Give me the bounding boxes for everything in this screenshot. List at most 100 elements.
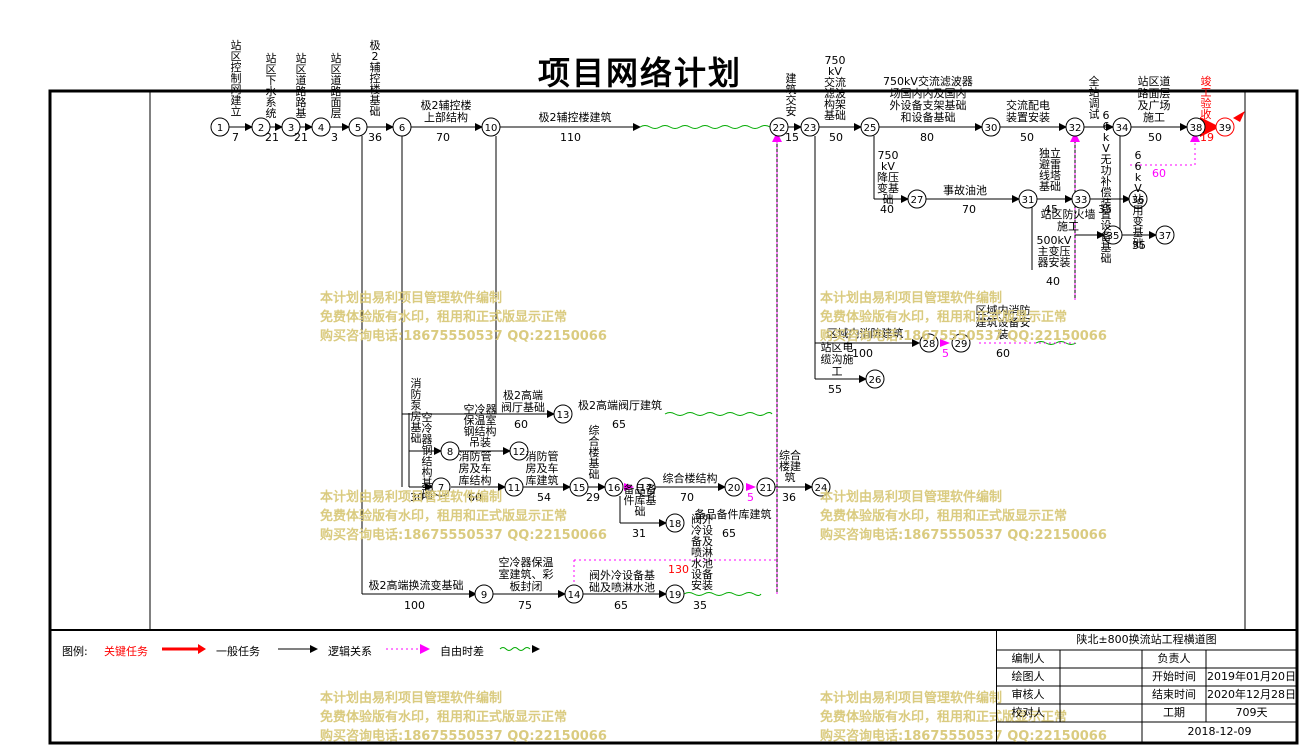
project-name: 陕北±800换流站工程横道图 — [1076, 633, 1217, 646]
task-label: 站区控制网建立 — [230, 39, 242, 118]
task-duration: 70 — [962, 203, 976, 216]
network-node: 17 — [636, 477, 656, 497]
task-label: 极2高端 阀厅基础 — [501, 389, 545, 414]
legend-critical: 关键任务 — [104, 645, 148, 658]
node-number: 11 — [508, 483, 521, 494]
task-label: 站区防火墙施工 — [1040, 208, 1096, 233]
legend-label: 图例: — [62, 645, 88, 658]
task-duration: 55 — [828, 383, 842, 396]
node-number: 24 — [815, 483, 828, 494]
task-duration: 45 — [1044, 203, 1058, 216]
start-date: 2019年01月20日 — [1207, 670, 1296, 683]
task-duration: 21 — [294, 131, 308, 144]
task-label: 区域内消防 建筑设备安 装 — [975, 304, 1031, 341]
network-node: 29 — [951, 333, 971, 353]
node-number: 12 — [513, 447, 526, 458]
task-label: 阀外冷设备及喷淋水池设备安装 — [691, 513, 713, 592]
task-label: 全站调试 — [1088, 75, 1100, 121]
task-label: 综合楼基础 — [588, 424, 600, 481]
task-duration: 35 — [693, 599, 707, 612]
outer-frame — [48, 89, 1299, 745]
task-duration: 21 — [265, 131, 279, 144]
network-node: 37 — [1155, 225, 1175, 245]
task-duration: 60 — [468, 491, 482, 504]
node-number: 8 — [447, 447, 453, 458]
network-node: 13 — [553, 404, 573, 424]
network-node: 5 — [348, 117, 368, 137]
node-number: 32 — [1069, 123, 1082, 134]
task-duration: 75 — [518, 599, 532, 612]
network-node: 15 — [569, 477, 589, 497]
task-label: 500kV主变压器安装 — [1036, 234, 1072, 269]
node-number: 16 — [608, 483, 621, 494]
task-label: 建筑交安 — [785, 72, 797, 118]
period-value: 709天 — [1235, 706, 1268, 719]
compiler-label: 编制人 — [1011, 652, 1045, 665]
task-label: 消防泵房基础 — [410, 377, 422, 445]
task-duration: 70 — [680, 491, 694, 504]
node-number: 2 — [258, 123, 264, 134]
network-node: 7 — [431, 477, 451, 497]
task-label: 站区下水系统 — [265, 52, 277, 120]
end-label: 结束时间 — [1152, 688, 1196, 701]
network-node: 8 — [440, 441, 460, 461]
network-node: 27 — [907, 189, 927, 209]
node-number: 7 — [438, 483, 444, 494]
node-number: 9 — [481, 590, 487, 601]
network-node: 21 — [756, 477, 776, 497]
task-label: 极2高端阀厅建筑 — [578, 399, 662, 412]
task-duration: 15 — [785, 131, 799, 144]
task-label: 备品备件库基础 — [623, 483, 657, 518]
free-float-value: 130 — [668, 563, 689, 576]
task-duration: 40 — [880, 203, 894, 216]
watermark: 本计划由易利项目管理软件编制免费体验版有水印，租用和正式版显示正常购买咨询电话:… — [320, 691, 607, 744]
network-node: 31 — [1018, 189, 1038, 209]
legend-logic-line-icon — [386, 644, 430, 654]
node-number: 15 — [573, 483, 586, 494]
legend-critical-line-icon — [162, 644, 206, 654]
task-duration: 36 — [368, 131, 382, 144]
node-number: 18 — [669, 519, 682, 530]
task-label: 750kV交流滤波构架基础 — [824, 54, 846, 122]
free-float-value: 5 — [747, 491, 754, 504]
task-duration: 60 — [996, 347, 1010, 360]
network-node: 35 — [1103, 225, 1123, 245]
node-number: 37 — [1159, 231, 1172, 242]
network-node: 28 — [919, 333, 939, 353]
task-label: 66kV无功补偿装置设备基础 — [1100, 109, 1112, 265]
network-node: 25 — [860, 117, 880, 137]
task-label: 阀外冷设备基 础及喷淋水池 — [589, 569, 655, 594]
task-label: 交流配电 装置安装 — [1006, 99, 1050, 124]
task-duration: 65 — [614, 599, 628, 612]
network-node: 3 — [281, 117, 301, 137]
network-node: 33 — [1071, 189, 1091, 209]
network-node: 30 — [981, 117, 1001, 137]
node-number: 25 — [864, 123, 877, 134]
node-number: 17 — [640, 483, 653, 494]
node-number: 29 — [955, 339, 968, 350]
task-label: 极2辅控楼 上部结构 — [420, 99, 472, 124]
task-label: 备品备件库建筑 — [694, 508, 772, 521]
network-node: 18 — [665, 513, 685, 533]
task-label: 极2辅控楼建筑 — [538, 111, 612, 124]
node-number: 38 — [1190, 123, 1203, 134]
network-node: 1 — [210, 117, 230, 137]
network-node: 23 — [800, 117, 820, 137]
manager-label: 负责人 — [1157, 652, 1191, 665]
task-duration: 3 — [331, 131, 338, 144]
node-number: 3 — [288, 123, 294, 134]
legend-logic: 逻辑关系 — [328, 645, 372, 658]
task-duration: 31 — [632, 527, 646, 540]
network-node: 26 — [865, 369, 885, 389]
task-label: 空冷器保温室钢结构吊装 — [463, 403, 497, 449]
network-node: 16 — [604, 477, 624, 497]
network-node: 32 — [1065, 117, 1085, 137]
checker-label: 校对人 — [1011, 706, 1045, 719]
task-label: 空冷器保温 室建筑、彩 板封闭 — [498, 556, 554, 593]
node-number: 19 — [669, 590, 682, 601]
node-number: 14 — [568, 590, 581, 601]
task-label: 750kV降压变基础 — [877, 149, 899, 206]
print-date: 2018-12-09 — [1187, 725, 1252, 738]
network-node: 4 — [311, 117, 331, 137]
